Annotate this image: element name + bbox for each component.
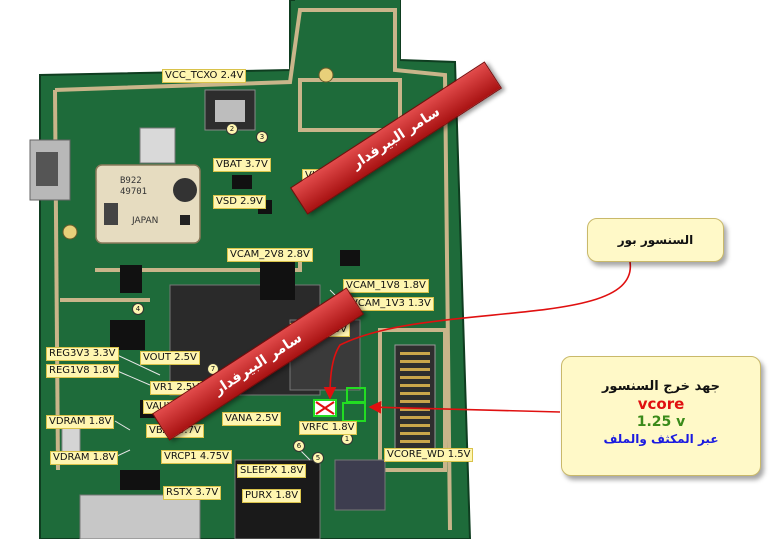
marker-5: 5	[312, 452, 324, 464]
label-rstx: RSTX 3.7V	[163, 486, 222, 500]
label-vcam-1v8: VCAM_1V8 1.8V	[343, 279, 429, 293]
chip-top-pad	[215, 100, 245, 122]
label-sleepx: SLEEPX 1.8V	[237, 464, 307, 478]
label-purx: PURX 1.8V	[242, 489, 302, 503]
label-reg1v8: REG1V8 1.8V	[46, 364, 119, 378]
note-output-title: جهد خرج السنسور	[601, 379, 721, 394]
pcb-trace-conn-frame	[378, 328, 447, 472]
marker-2: 2	[226, 123, 238, 135]
chip-small-left	[139, 127, 176, 164]
label-reg3v3: REG3V3 3.3V	[46, 347, 119, 361]
label-vdram-1: VDRAM 1.8V	[46, 415, 115, 429]
bottom-shield	[79, 494, 201, 539]
label-vbat-top: VBAT 3.7V	[213, 158, 271, 172]
label-vdram-2: VDRAM 1.8V	[50, 451, 119, 465]
chip-brand: JAPAN	[132, 216, 159, 226]
chip-code-1: B922	[120, 176, 142, 186]
label-vana: VANA 2.5V	[222, 412, 282, 426]
note-sensor-power-text: السنسور بور	[617, 233, 694, 247]
label-vcam-2v8: VCAM_2V8 2.8V	[227, 248, 313, 262]
antenna-pad	[318, 67, 334, 83]
note-output-via: عبر المكثف والملف	[603, 432, 719, 446]
note-output-value: 1.25 v	[636, 414, 686, 430]
marker-4: 4	[132, 303, 144, 315]
marker-6: 6	[293, 440, 305, 452]
arrow-vcore	[368, 400, 561, 414]
marker-3: 3	[256, 131, 268, 143]
label-vrfc: VRFC 1.8V	[299, 421, 358, 435]
label-vrcp1: VRCP1 4.75V	[161, 450, 232, 464]
label-vcore-wd: VCORE_WD 1.5V	[384, 448, 474, 462]
chip-code-2: 49701	[120, 187, 148, 197]
label-vsd: VSD 2.9V	[213, 195, 266, 209]
label-vout: VOUT 2.5V	[140, 351, 200, 365]
note-sensor-power: السنسور بور	[587, 218, 724, 262]
arrow-sensor-power	[323, 261, 631, 400]
sensor-shield	[95, 164, 201, 244]
label-vcam-1v3: VCAM_1V3 1.3V	[348, 297, 434, 311]
pcb-trace-camera-frame	[298, 78, 402, 132]
label-vcc-tcxo: VCC_TCXO 2.4V	[162, 69, 247, 83]
chip-bottom-right	[334, 459, 386, 511]
note-output-name: vcore	[637, 395, 685, 413]
note-output: جهد خرج السنسور vcore 1.25 v عبر المكثف …	[561, 356, 761, 476]
pcb-trace-outer	[54, 8, 452, 531]
